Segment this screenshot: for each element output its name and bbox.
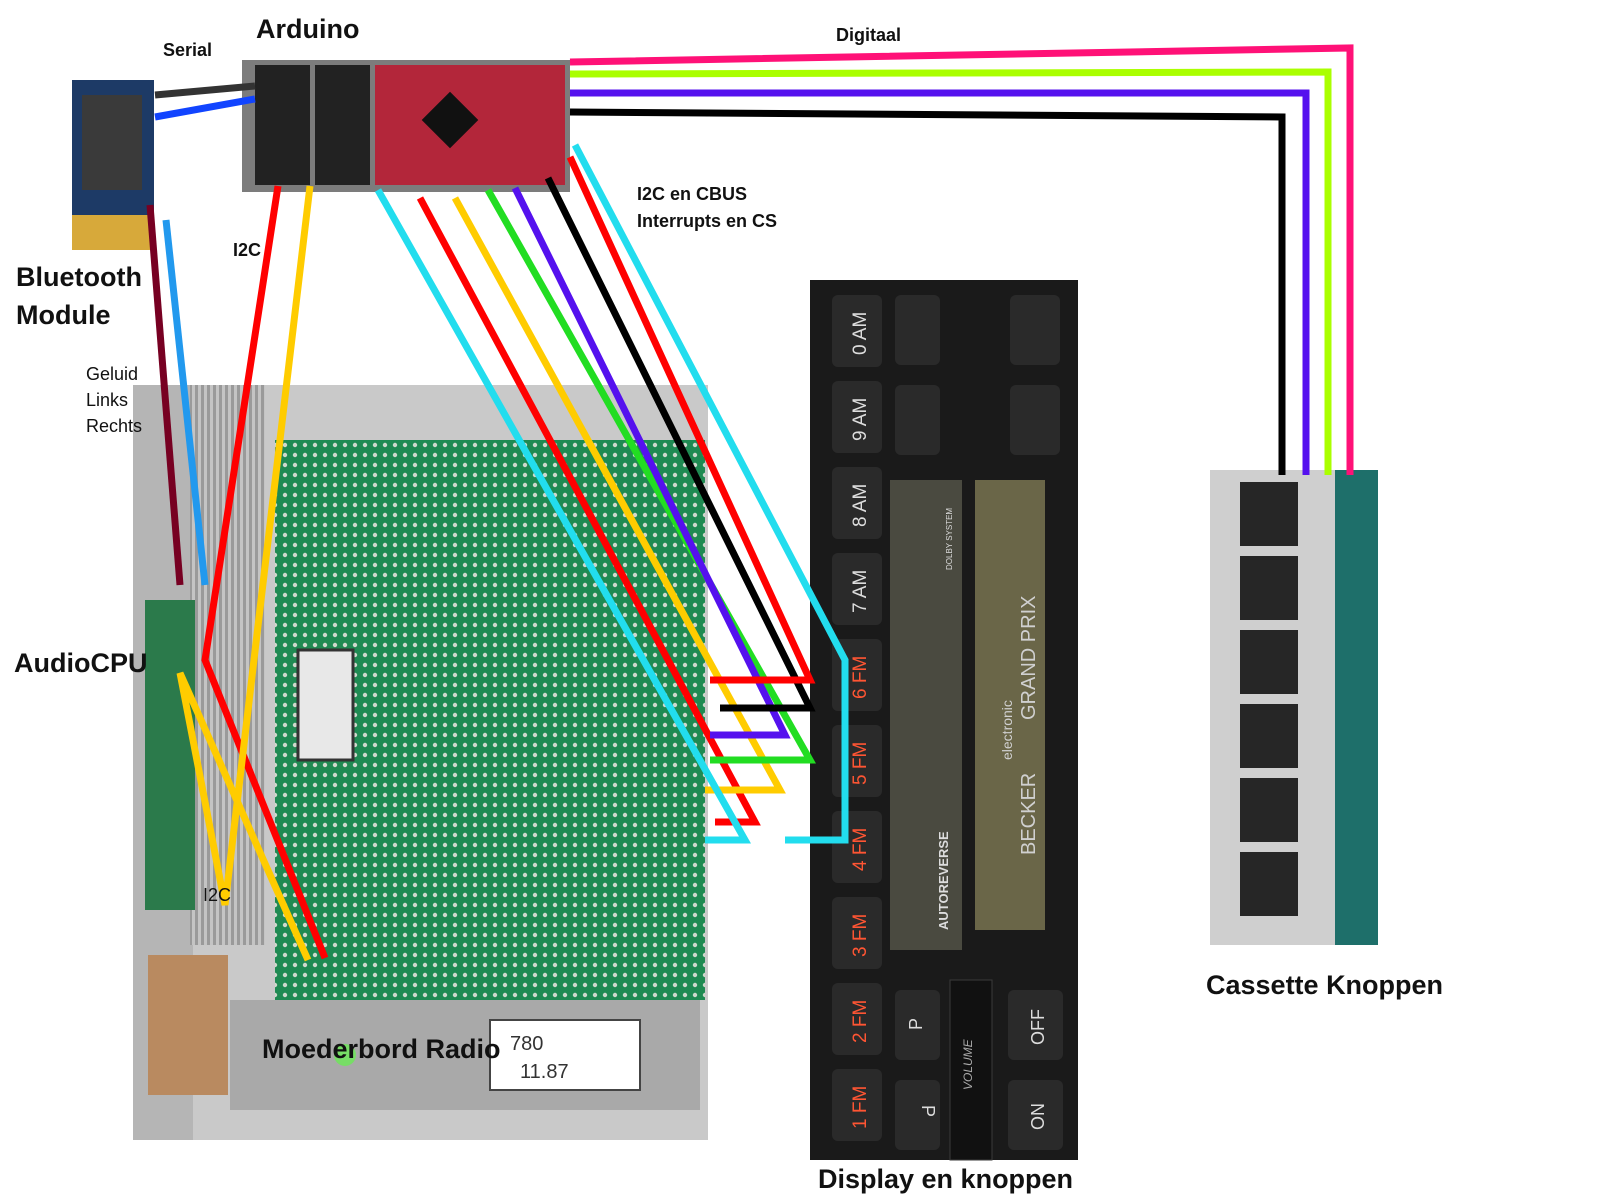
wire-bus-cyan-2 (571, 143, 849, 844)
wire-audio-skyblue (162, 219, 209, 586)
wire-bus-red-1 (416, 196, 761, 826)
links-label: Links (86, 390, 129, 410)
autoreverse-text: AUTOREVERSE (936, 831, 951, 930)
on-button: ON (1028, 1103, 1048, 1130)
preset-button-label: 5 FM (850, 742, 871, 785)
wires (146, 44, 1354, 962)
bluetooth-label-1: Bluetooth (16, 262, 142, 292)
interrupts-label: Interrupts en CS (637, 211, 778, 231)
wire-bus-cyan-1 (374, 188, 751, 844)
preset-button (832, 1069, 882, 1141)
brand-text: BECKER (1018, 773, 1040, 855)
rechts-label: Rechts (86, 416, 143, 436)
preset-button (832, 983, 882, 1055)
cassette-button (1240, 778, 1298, 842)
moederbord-label: Moederbord Radio (262, 1034, 501, 1064)
display-label: Display en knoppen (818, 1164, 1074, 1194)
cassette-button (1240, 630, 1298, 694)
wire-bus-yellow-1 (451, 196, 786, 794)
wire-serial-blue (154, 95, 256, 121)
wire-bus-purple-1 (511, 186, 791, 739)
cassette-label: Cassette Knoppen (1206, 970, 1444, 1000)
preset-button-label: 6 FM (850, 656, 871, 699)
cassette-button (1240, 852, 1298, 916)
sticker-text-1: 780 (510, 1033, 543, 1055)
digitaal-label: Digitaal (836, 25, 902, 45)
p-button: P (906, 1018, 926, 1030)
volume-text: VOLUME (961, 1038, 975, 1090)
wire-serial-gray (154, 82, 256, 99)
audiocpu-label: AudioCPU (14, 648, 148, 678)
wire-digital-black (569, 108, 1286, 475)
off-button: OFF (1028, 1009, 1048, 1045)
preset-button-label: 8 AM (850, 484, 871, 527)
preset-button-label: 2 FM (850, 1000, 871, 1043)
cassette-button (1240, 704, 1298, 768)
arduino-label: Arduino (256, 14, 360, 44)
preset-button-label: 7 AM (850, 570, 871, 613)
subtitle-text: electronic (999, 700, 1015, 760)
wire-digital-pink (569, 44, 1354, 475)
wire-digital-purple (570, 89, 1310, 475)
wire-bus-red-2 (566, 155, 816, 684)
bluetooth-label-2: Module (16, 300, 111, 330)
wire-digital-lime (569, 68, 1332, 475)
preset-buttons: 0 AM 9 AM 8 AM 7 AM 6 FM 5 FM 4 FM 3 FM 2 FM 1 FM (832, 295, 882, 1141)
preset-button (832, 467, 882, 539)
p-button-2: P (918, 1105, 938, 1117)
serial-label: Serial (163, 40, 213, 60)
i2c-cbus-label: I2C en CBUS (637, 184, 748, 204)
wire-i2c-red (201, 185, 329, 960)
preset-button-label: 3 FM (850, 914, 871, 957)
preset-button-label: 1 FM (850, 1086, 871, 1129)
i2c-audio-label: I2C (203, 885, 232, 905)
dolby-text: DOLBY SYSTEM (945, 508, 954, 570)
radio-faceplate: BECKER GRAND PRIX electronic AUTOREVERSE… (810, 280, 1078, 1161)
preset-button (832, 897, 882, 969)
preset-button (832, 295, 882, 367)
motherboard-photo: 780 11.87 (133, 385, 708, 1140)
arduino-photo (242, 60, 570, 192)
preset-button-label: 9 AM (850, 398, 871, 441)
i2c-top-label: I2C (233, 240, 262, 260)
cassette-buttons-photo (1210, 470, 1378, 945)
wire-i2c-yellow (176, 185, 314, 962)
cassette-button (1240, 482, 1298, 546)
geluid-label: Geluid (86, 364, 139, 384)
cassette-button (1240, 556, 1298, 620)
bluetooth-module-photo (72, 80, 154, 250)
model-text: GRAND PRIX (1018, 596, 1040, 720)
wire-audio-darkred (146, 204, 184, 586)
wire-bus-green-1 (484, 188, 816, 764)
sticker-text-2: 11.87 (520, 1061, 569, 1083)
preset-button-label: 0 AM (850, 312, 871, 355)
preset-button (832, 381, 882, 453)
preset-button (832, 553, 882, 625)
wire-bus-black-1 (544, 176, 816, 712)
preset-button-label: 4 FM (850, 828, 871, 871)
